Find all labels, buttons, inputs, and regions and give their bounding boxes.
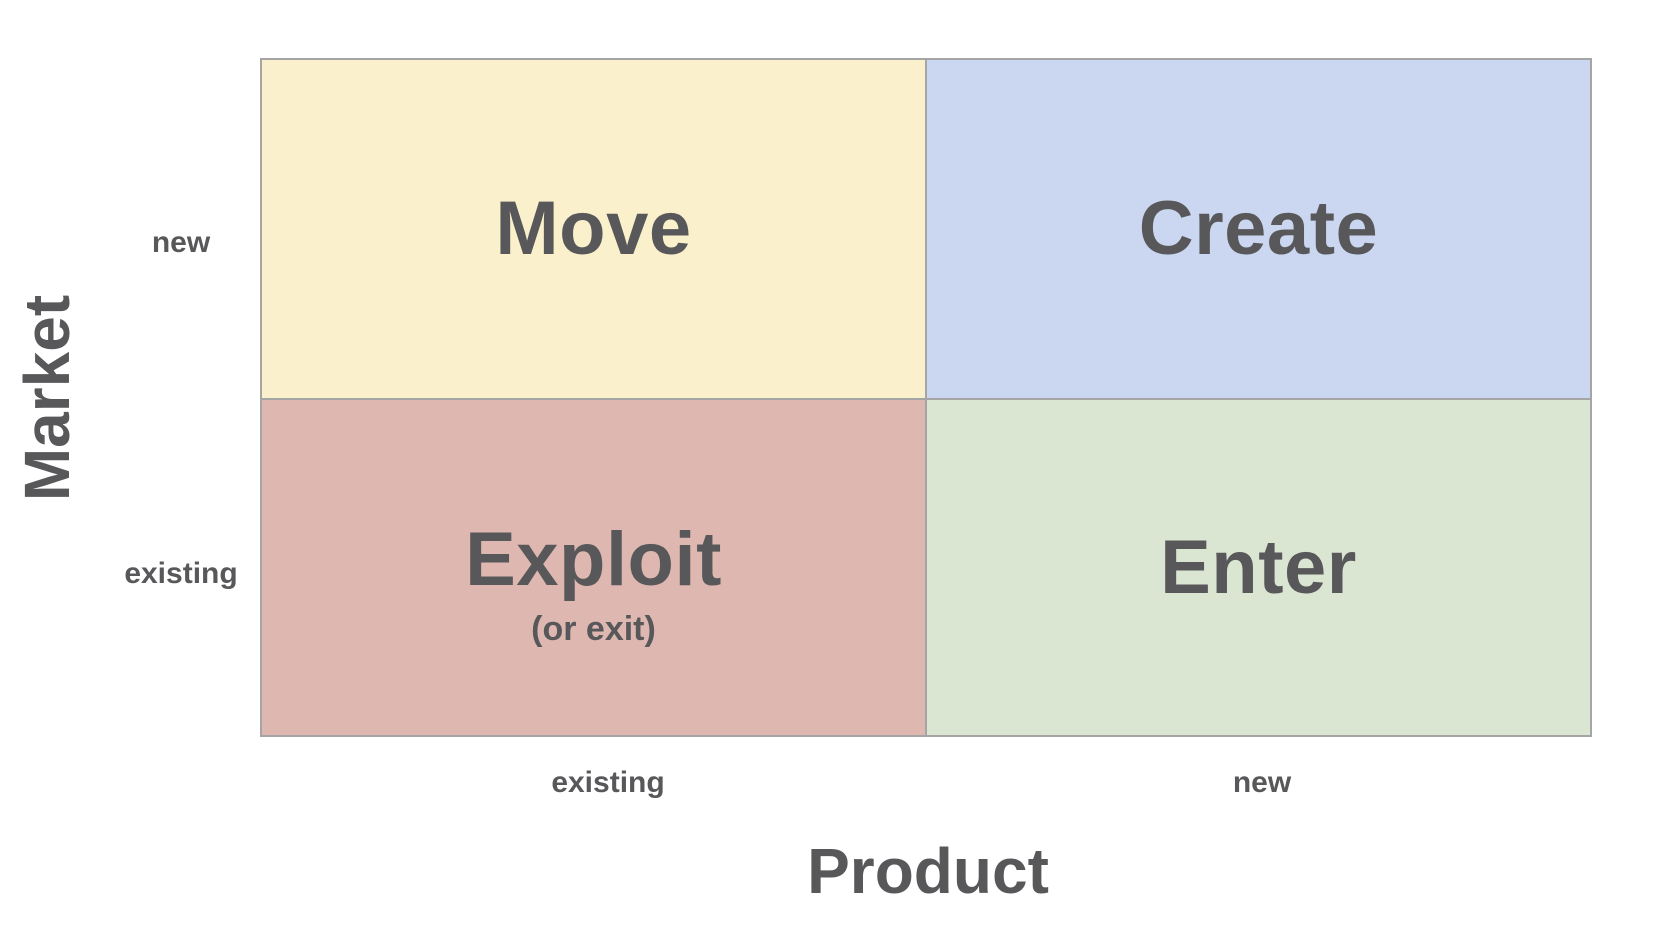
y-axis-title: Market xyxy=(11,294,83,502)
quadrant-enter: Enter xyxy=(927,400,1590,735)
quadrant-create-label: Create xyxy=(1138,186,1379,271)
matrix-grid: Move Create Exploit (or exit) Enter xyxy=(260,58,1592,737)
quadrant-exploit: Exploit (or exit) xyxy=(262,400,927,735)
x-axis-label-existing: existing xyxy=(551,766,665,799)
x-axis-label-new: new xyxy=(1232,766,1292,799)
y-axis-label-existing: existing xyxy=(124,557,238,590)
quadrant-exploit-sublabel: (or exit) xyxy=(531,609,656,648)
quadrant-exploit-text-block: Exploit (or exit) xyxy=(465,516,722,648)
quadrant-exploit-label: Exploit xyxy=(465,516,722,602)
quadrant-move-label: Move xyxy=(495,186,692,271)
y-axis-label-new: new xyxy=(151,226,211,259)
quadrant-create: Create xyxy=(927,60,1590,400)
quadrant-move: Move xyxy=(262,60,927,400)
quadrant-enter-label: Enter xyxy=(1160,524,1357,610)
x-axis-title: Product xyxy=(807,835,1049,907)
